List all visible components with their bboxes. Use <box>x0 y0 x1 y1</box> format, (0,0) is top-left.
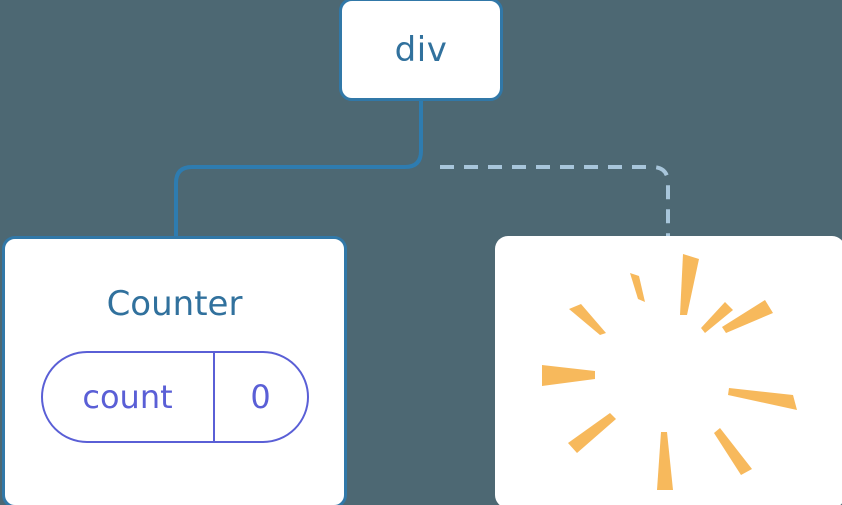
edge-div-to-sparkle <box>440 165 670 238</box>
node-div[interactable]: div <box>339 0 503 101</box>
node-counter-label: Counter <box>106 284 243 324</box>
state-value-label: 0 <box>250 378 271 416</box>
state-pill-count[interactable]: count 0 <box>40 351 309 443</box>
state-key-label: count <box>43 353 215 441</box>
sparkle-burst-icon <box>542 254 797 490</box>
node-div-label: div <box>394 29 448 70</box>
node-counter[interactable]: Counter count 0 <box>2 236 347 505</box>
edge-div-to-counter <box>174 99 423 240</box>
node-sparkle[interactable] <box>495 236 842 505</box>
